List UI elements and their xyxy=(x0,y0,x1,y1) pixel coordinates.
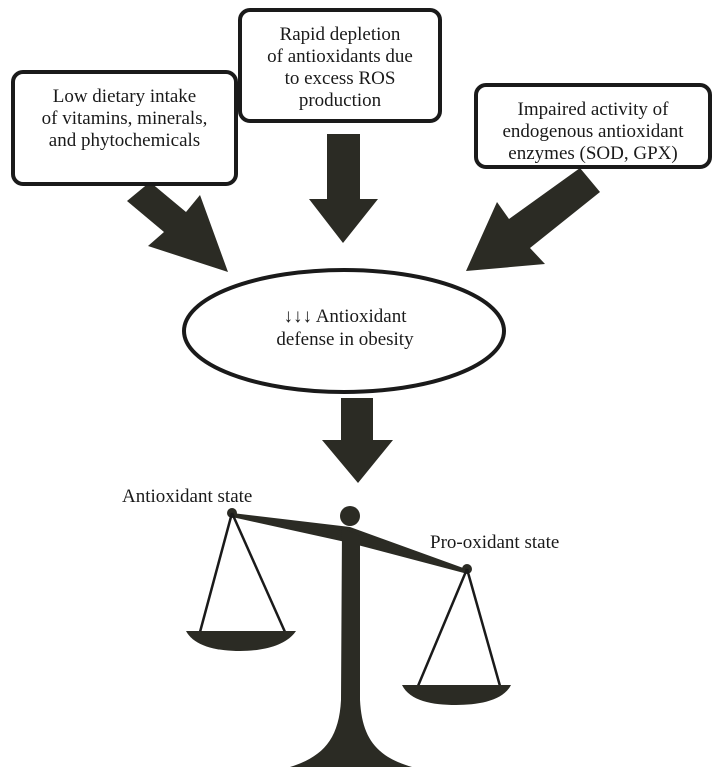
box-line: of antioxidants due xyxy=(267,46,413,67)
arrow-ellipse-to-scale xyxy=(322,398,393,483)
cause-box-ros-depletion: Rapid depletion of antioxidants due to e… xyxy=(238,8,442,123)
scale-knob xyxy=(340,506,360,526)
arrow-center-to-ellipse xyxy=(309,134,378,243)
box-line: endogenous antioxidant xyxy=(502,121,684,142)
box-line: and phytochemicals xyxy=(48,130,201,151)
arrow-left-to-ellipse xyxy=(127,182,228,272)
ellipse-label: ↓↓↓ Antioxidant defense in obesity xyxy=(195,305,495,351)
ellipse-line: defense in obesity xyxy=(276,329,414,350)
scale-beam xyxy=(232,513,466,573)
left-pan xyxy=(186,631,296,651)
arrow-right-to-ellipse xyxy=(466,168,600,271)
ellipse-line: ↓↓↓ Antioxidant xyxy=(283,306,407,327)
box-line: to excess ROS xyxy=(284,68,396,89)
box-line: Rapid depletion xyxy=(279,24,401,45)
cause-box-dietary-intake: Low dietary intake of vitamins, minerals… xyxy=(11,70,238,186)
box-line: production xyxy=(298,90,382,111)
box-line: Low dietary intake xyxy=(52,86,197,107)
antioxidant-state-label: Antioxidant state xyxy=(122,486,253,507)
box-line: of vitamins, minerals, xyxy=(41,108,208,129)
box-line: enzymes (SOD, GPX) xyxy=(508,143,678,164)
antioxidant-defense-ellipse xyxy=(182,268,506,394)
scale-post xyxy=(290,528,412,767)
balance-scale xyxy=(186,506,511,767)
cause-box-enzyme-activity: Impaired activity of endogenous antioxid… xyxy=(474,83,712,169)
box-line: Impaired activity of xyxy=(517,99,669,120)
right-pan xyxy=(402,685,511,705)
prooxidant-state-label: Pro-oxidant state xyxy=(430,532,560,553)
